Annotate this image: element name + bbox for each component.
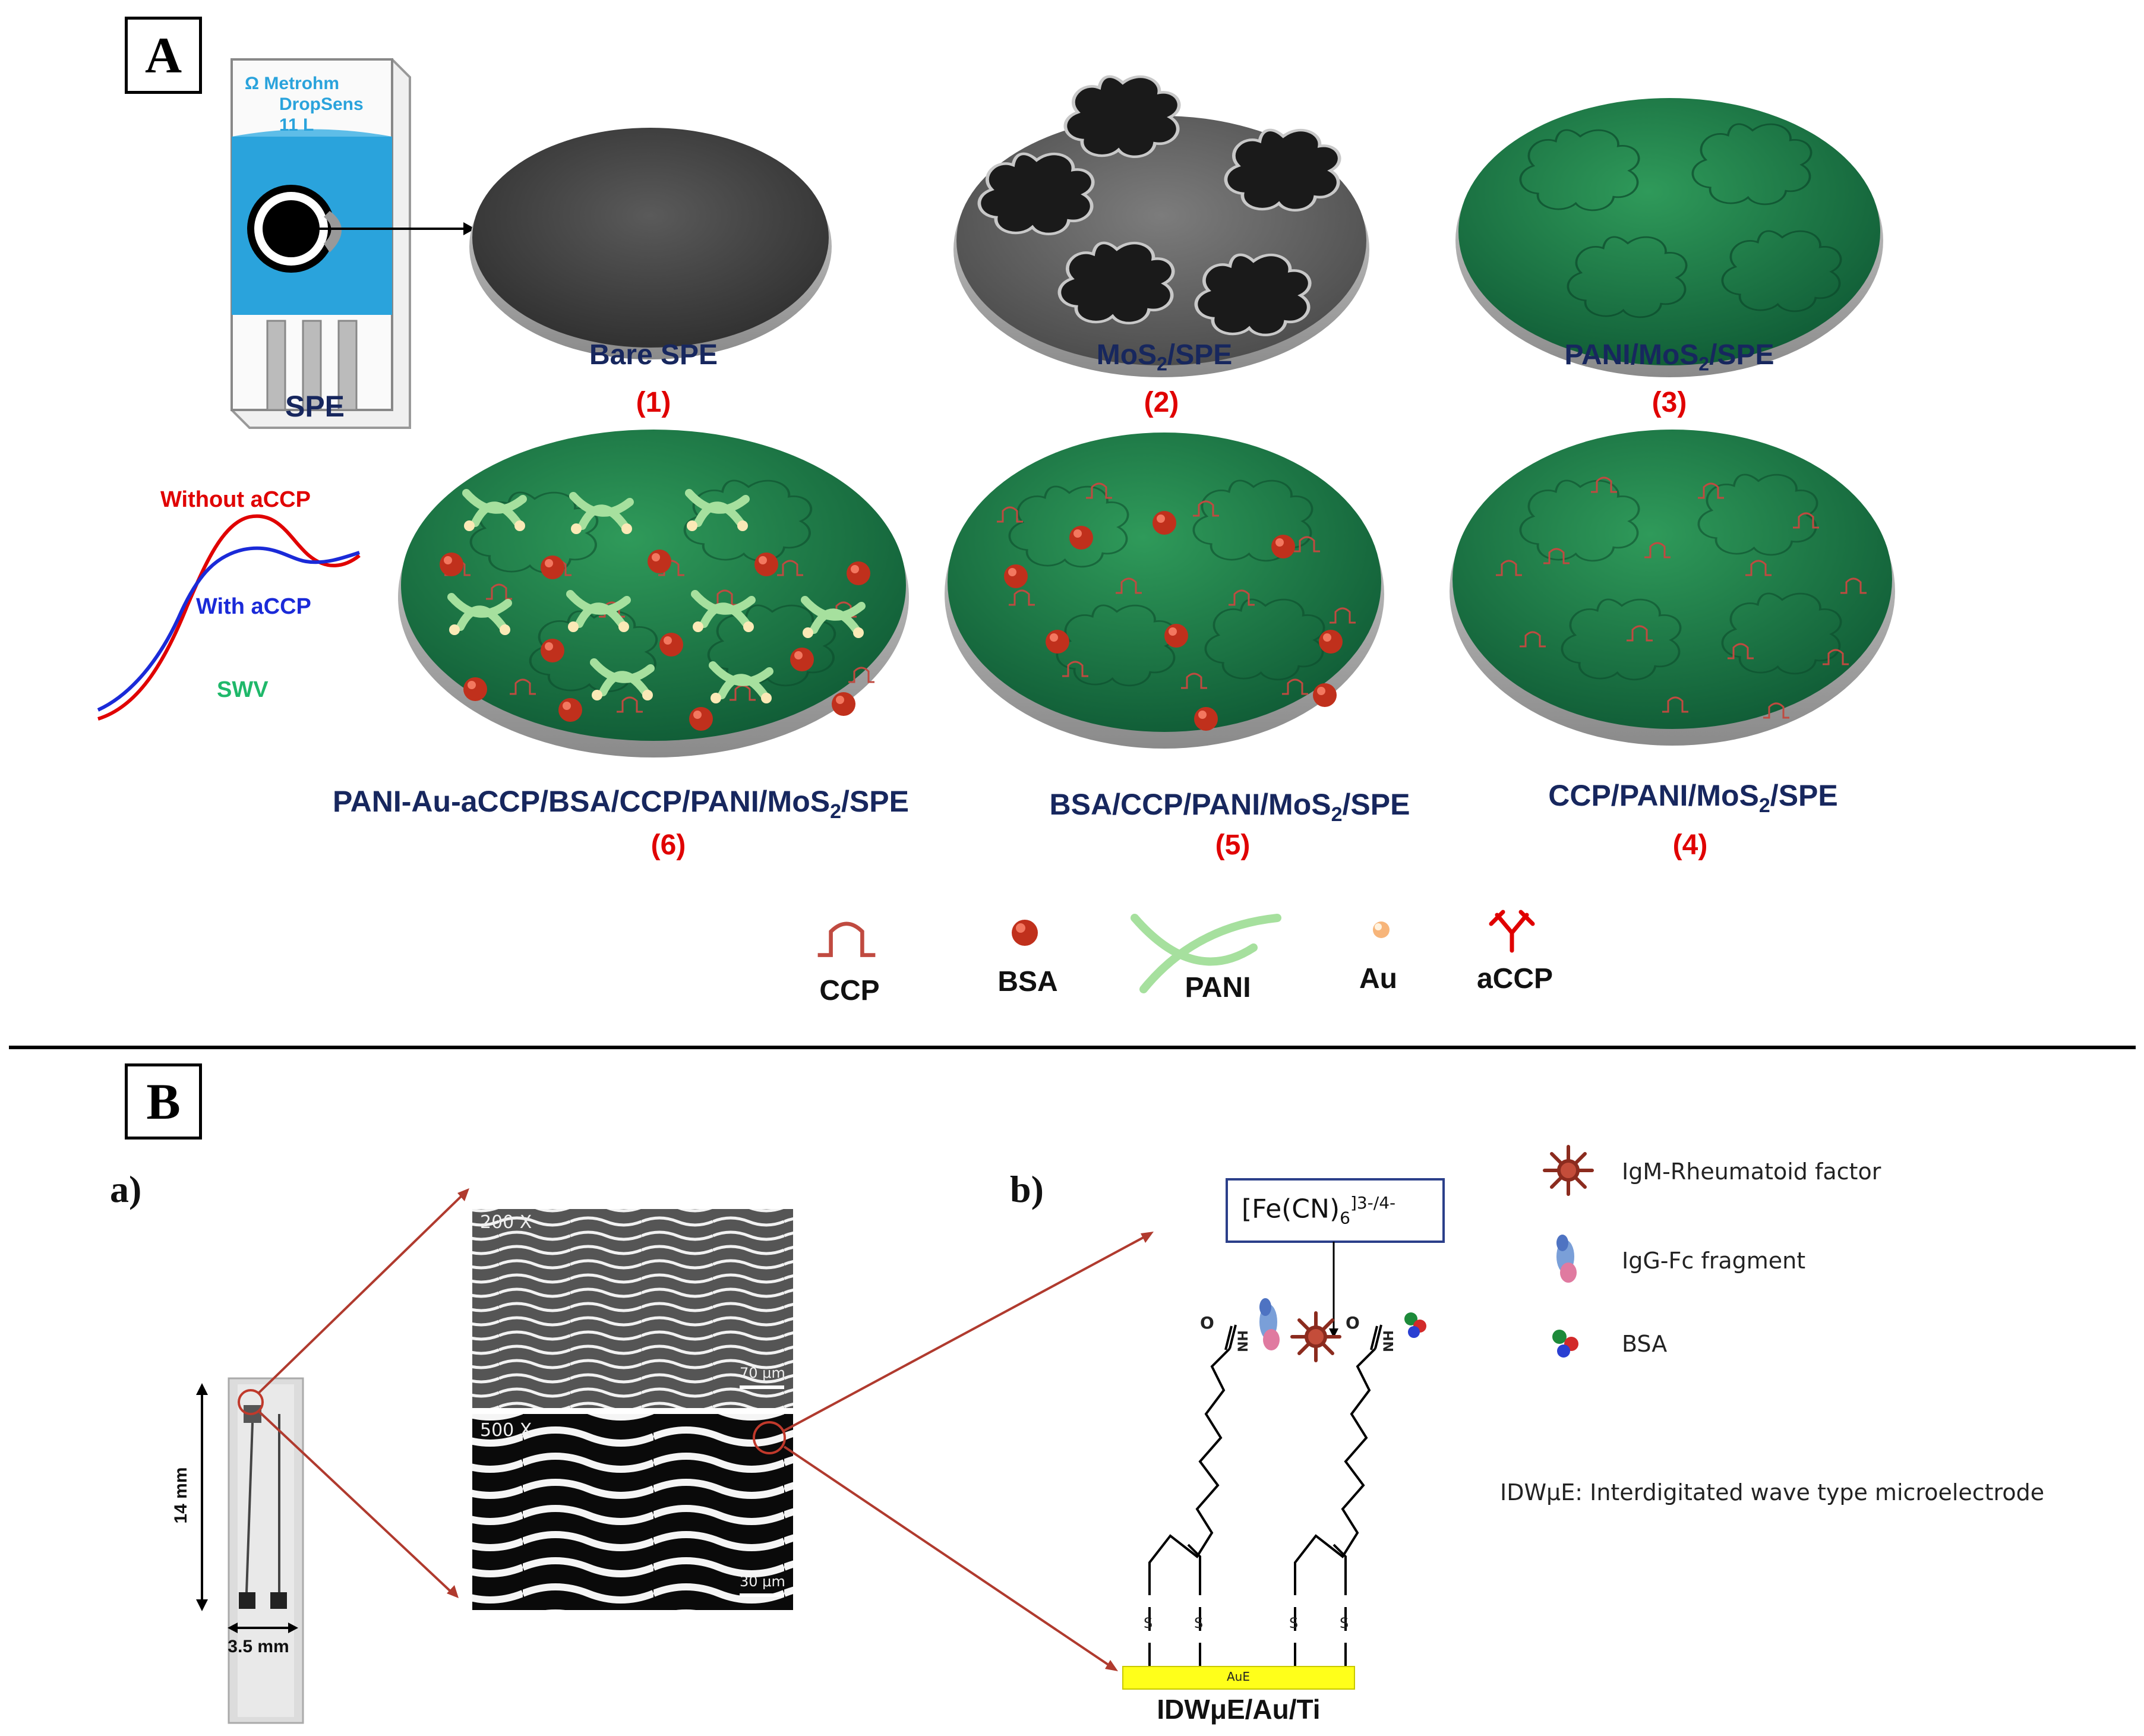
spe-brand-line1: Ω Metrohm bbox=[245, 74, 339, 93]
aue-label: AuE bbox=[1227, 1669, 1250, 1684]
legend-bsa-protein-icon bbox=[1552, 1330, 1578, 1358]
step1-number: (1) bbox=[636, 387, 671, 418]
step1-name: Bare SPE bbox=[589, 339, 718, 371]
disk-step5 bbox=[945, 433, 1384, 749]
igg-fc-molecule-icon bbox=[1259, 1298, 1280, 1350]
swv-without-label: Without aCCP bbox=[160, 487, 311, 512]
redox-probe-box bbox=[1226, 1178, 1445, 1243]
width-dimension-arrow bbox=[228, 1623, 298, 1633]
legend-igm-rf-label: IgM-Rheumatoid factor bbox=[1622, 1159, 1881, 1185]
step4-number: (4) bbox=[1672, 829, 1708, 861]
swv-voltammogram bbox=[97, 514, 361, 721]
legend-ccp-label: CCP bbox=[819, 975, 880, 1006]
legend-au-icon bbox=[1373, 921, 1390, 938]
zoom-lines-chip-sem bbox=[257, 1188, 469, 1598]
legend-au-label: Au bbox=[1359, 963, 1397, 995]
legend-bsa-label: BSA bbox=[997, 966, 1058, 998]
step4-name: CCP/PANI/MoS2/SPE bbox=[1548, 779, 1838, 817]
disk-step6 bbox=[398, 430, 909, 757]
s-label-4: S bbox=[1340, 1615, 1349, 1631]
legend-pani-label: PANI bbox=[1185, 972, 1251, 1003]
step5-name: BSA/CCP/PANI/MoS2/SPE bbox=[1049, 788, 1410, 826]
sub-a-label: a) bbox=[110, 1168, 142, 1210]
disk-mos2-spe bbox=[953, 77, 1369, 377]
swv-with-label: With aCCP bbox=[196, 594, 311, 619]
s-label-3: S bbox=[1289, 1615, 1299, 1631]
panel-a-label: A bbox=[125, 17, 202, 94]
o-label-right: O bbox=[1346, 1313, 1360, 1333]
spe-brand-line3: 11 L bbox=[279, 115, 314, 135]
sem-bottom-scale-label: 30 μm bbox=[740, 1573, 785, 1590]
step5-number: (5) bbox=[1215, 829, 1251, 861]
legend-bsa-label-b: BSA bbox=[1622, 1331, 1668, 1357]
legend-bsa-icon bbox=[1012, 920, 1038, 946]
chip-zoom-circle bbox=[238, 1389, 264, 1415]
width-dimension-label: 3.5 mm bbox=[228, 1637, 289, 1656]
spe-card-icon bbox=[230, 58, 411, 429]
s-label-2: S bbox=[1194, 1615, 1204, 1631]
abbreviation-note: IDWμE: Interdigitated wave type microele… bbox=[1500, 1479, 2045, 1505]
step6-number: (6) bbox=[651, 829, 686, 861]
igm-rf-molecule-icon bbox=[1290, 1311, 1341, 1362]
step2-name: MoS2/SPE bbox=[1096, 339, 1233, 375]
s-label-1: S bbox=[1144, 1615, 1153, 1631]
sem-top-scale-label: 70 μm bbox=[740, 1365, 785, 1381]
panel-b-graphics bbox=[196, 1145, 1594, 1724]
step3-number: (3) bbox=[1652, 387, 1687, 418]
legend-pani-icon bbox=[1131, 914, 1281, 993]
electrode-caption: IDWμE/Au/Ti bbox=[1157, 1694, 1321, 1725]
nh-label-right: NH bbox=[1381, 1330, 1397, 1352]
panel-b-label: B bbox=[125, 1063, 202, 1140]
step6-name: PANI-Au-aCCP/BSA/CCP/PANI/MoS2/SPE bbox=[333, 785, 909, 823]
step3-name: PANI/MoS2/SPE bbox=[1564, 339, 1774, 375]
legend-accp-label: aCCP bbox=[1476, 963, 1553, 995]
sem-image-bottom bbox=[472, 1414, 793, 1610]
redox-probe-label: [Fe(CN)6]3-/4- bbox=[1242, 1193, 1396, 1228]
spe-caption: SPE bbox=[285, 390, 345, 423]
gold-electrode-bar bbox=[1122, 1666, 1355, 1690]
bsa-molecule-icon bbox=[1404, 1312, 1426, 1338]
panel-a-graphics: Ω Metrohm DropSens 11 L bbox=[9, 58, 2136, 1049]
o-label-left: O bbox=[1200, 1313, 1214, 1333]
nh-label-left: NH bbox=[1236, 1330, 1251, 1352]
disk-step4 bbox=[1450, 430, 1895, 746]
disk-pani-mos2-spe bbox=[1455, 98, 1883, 377]
legend-accp-icon bbox=[1489, 910, 1535, 953]
disk-bare-spe bbox=[469, 128, 832, 359]
height-dimension-arrow bbox=[196, 1383, 208, 1611]
height-dimension-label: 14 mm bbox=[171, 1467, 191, 1524]
idwue-chip bbox=[228, 1377, 304, 1724]
sam-linker-chains bbox=[1148, 1324, 1382, 1666]
legend-igm-rf-icon bbox=[1543, 1145, 1594, 1196]
sub-b-label: b) bbox=[1010, 1168, 1044, 1210]
zoom-lines-sem-molecular bbox=[783, 1232, 1154, 1671]
sem-top-magnification: 200 X bbox=[480, 1212, 532, 1233]
sem-bottom-magnification: 500 X bbox=[480, 1420, 532, 1441]
sem-zoom-circle bbox=[753, 1421, 786, 1454]
sem-image-top bbox=[472, 1209, 793, 1408]
step2-number: (2) bbox=[1144, 387, 1179, 418]
swv-method-label: SWV bbox=[217, 677, 269, 702]
legend-igg-fc-label: IgG-Fc fragment bbox=[1622, 1248, 1806, 1274]
legend-ccp-icon bbox=[818, 924, 876, 955]
legend-igg-fc-icon bbox=[1556, 1235, 1577, 1283]
spe-brand-line2: DropSens bbox=[279, 94, 364, 114]
